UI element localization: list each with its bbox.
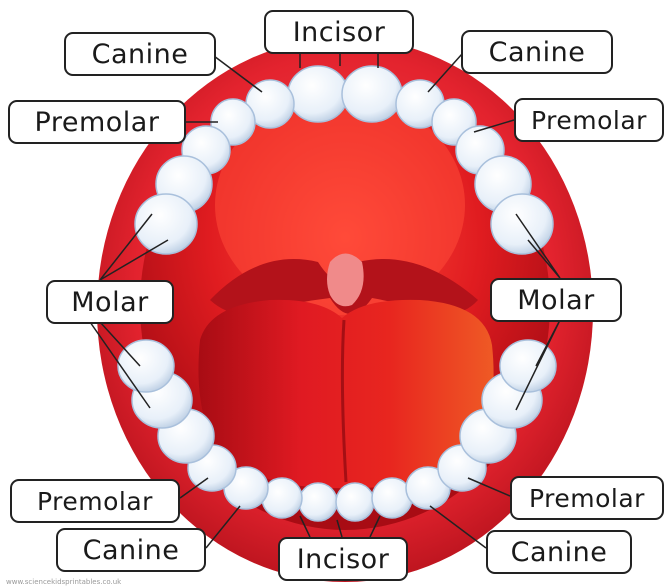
premolar-top-right-label: Premolar [514,98,664,142]
canine-bottom-left-label: Canine [56,528,206,572]
canine-top-right-label: Canine [461,30,613,74]
tooth [118,340,174,392]
tooth [288,66,348,122]
watermark: www.sciencekidsprintables.co.uk [6,578,121,586]
incisor-bottom-label: Incisor [278,537,408,581]
tooth [342,66,402,122]
molar-right-label: Molar [490,278,622,322]
tooth [299,483,337,521]
premolar-bottom-left-label: Premolar [10,479,180,523]
molar-left-label: Molar [46,280,174,324]
canine-bottom-right-label: Canine [486,530,632,574]
premolar-top-left-label: Premolar [8,100,186,144]
incisor-top-label: Incisor [264,10,414,54]
premolar-bottom-right-label: Premolar [510,476,664,520]
canine-top-left-label: Canine [64,32,216,76]
tooth [336,483,374,521]
